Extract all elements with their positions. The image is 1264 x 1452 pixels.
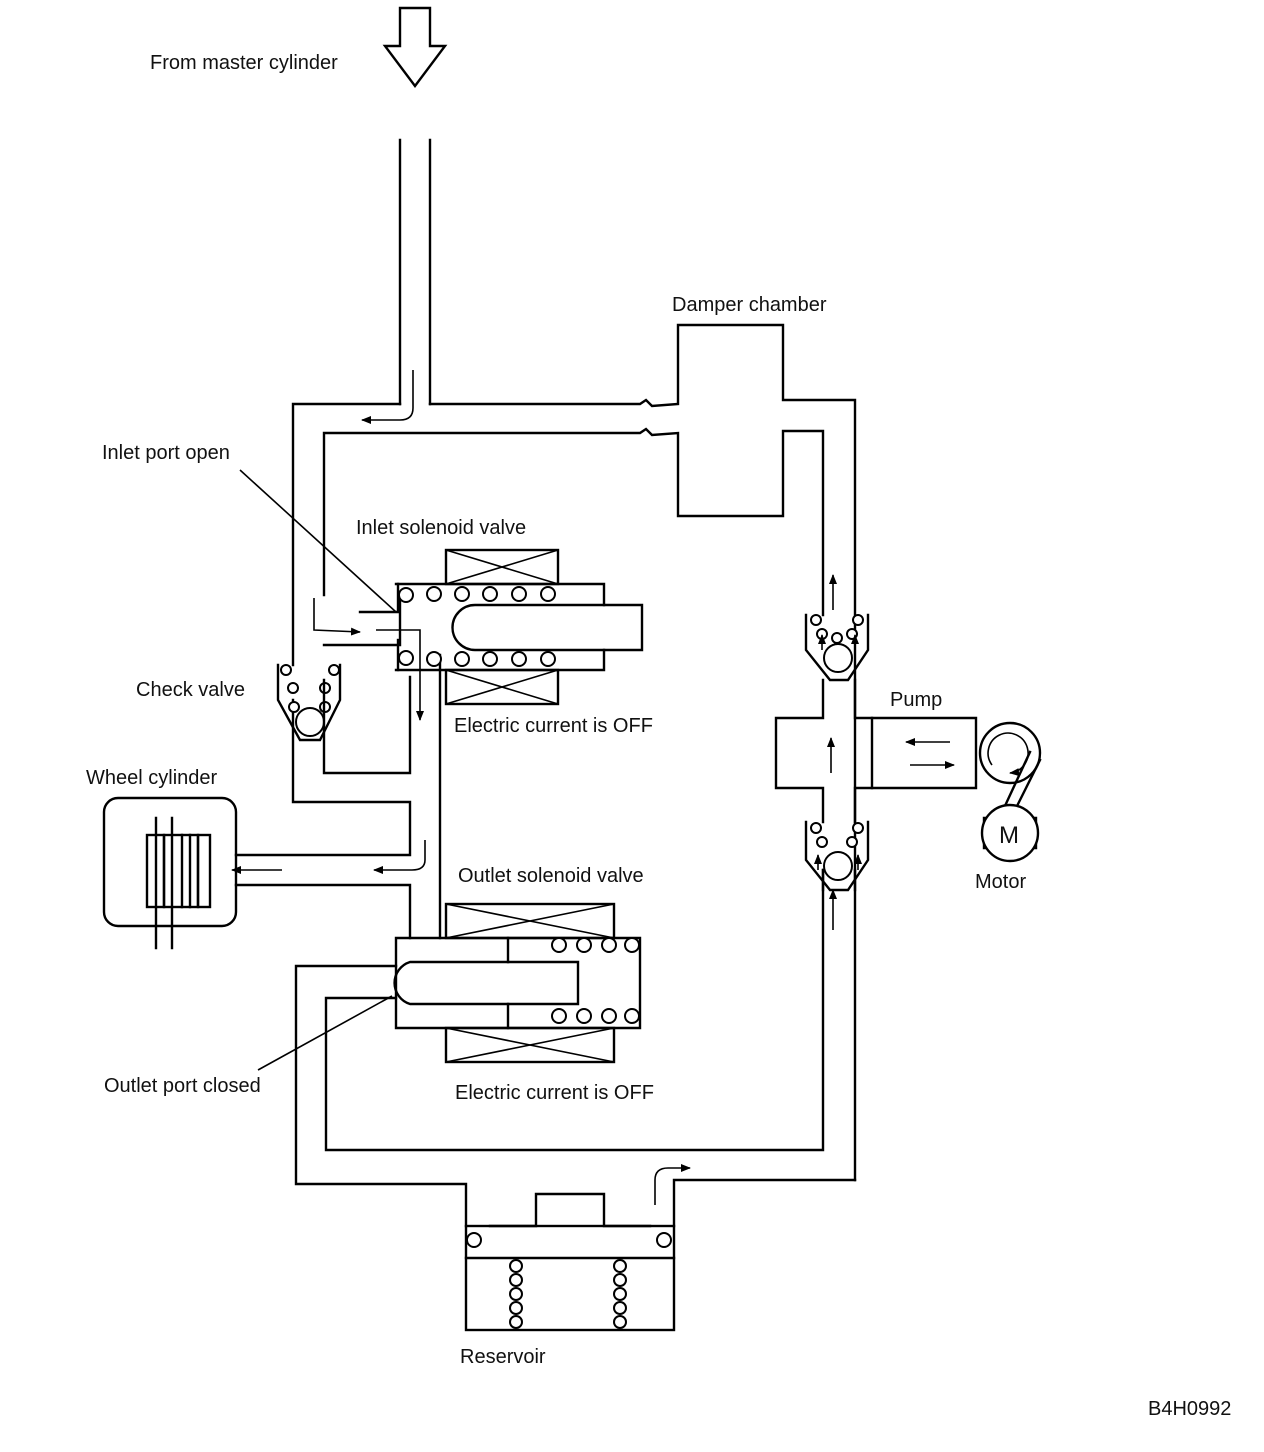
- reservoir: [464, 1192, 676, 1332]
- figure-code: B4H0992: [1148, 1398, 1231, 1420]
- check-valve-label: Check valve: [136, 679, 245, 701]
- electric-current-off-inlet-label: Electric current is OFF: [454, 715, 653, 737]
- motor-symbol: M: [999, 822, 1019, 849]
- left-main-line: [234, 402, 442, 940]
- reservoir-label: Reservoir: [460, 1346, 546, 1368]
- master-cylinder-arrow-icon: [382, 6, 448, 88]
- return-line: [294, 868, 857, 1228]
- flow-arrows: [231, 370, 955, 1205]
- damper-chamber: [322, 323, 857, 1182]
- inlet-port-open-label: Inlet port open: [102, 442, 230, 464]
- inlet-pipe: [398, 138, 432, 406]
- pump-label: Pump: [890, 689, 942, 711]
- outlet-port-leader: [257, 995, 393, 1071]
- outlet-solenoid-valve-label: Outlet solenoid valve: [458, 865, 644, 887]
- pump: [774, 613, 978, 892]
- from-master-label: From master cylinder: [150, 52, 338, 74]
- check-valve: [276, 598, 412, 775]
- outlet-solenoid-valve: [393, 902, 642, 1064]
- electric-current-off-outlet-label: Electric current is OFF: [455, 1082, 654, 1104]
- inlet-solenoid-valve-label: Inlet solenoid valve: [356, 517, 526, 539]
- outlet-port-closed-label: Outlet port closed: [104, 1075, 261, 1097]
- damper-chamber-label: Damper chamber: [672, 294, 827, 316]
- wheel-cylinder-label: Wheel cylinder: [86, 767, 218, 789]
- inlet-solenoid-valve: [358, 548, 644, 706]
- inlet-port-leader: [239, 469, 397, 613]
- motor-label: Motor: [975, 871, 1026, 893]
- motor: [978, 721, 1042, 863]
- wheel-cylinder: [102, 796, 238, 950]
